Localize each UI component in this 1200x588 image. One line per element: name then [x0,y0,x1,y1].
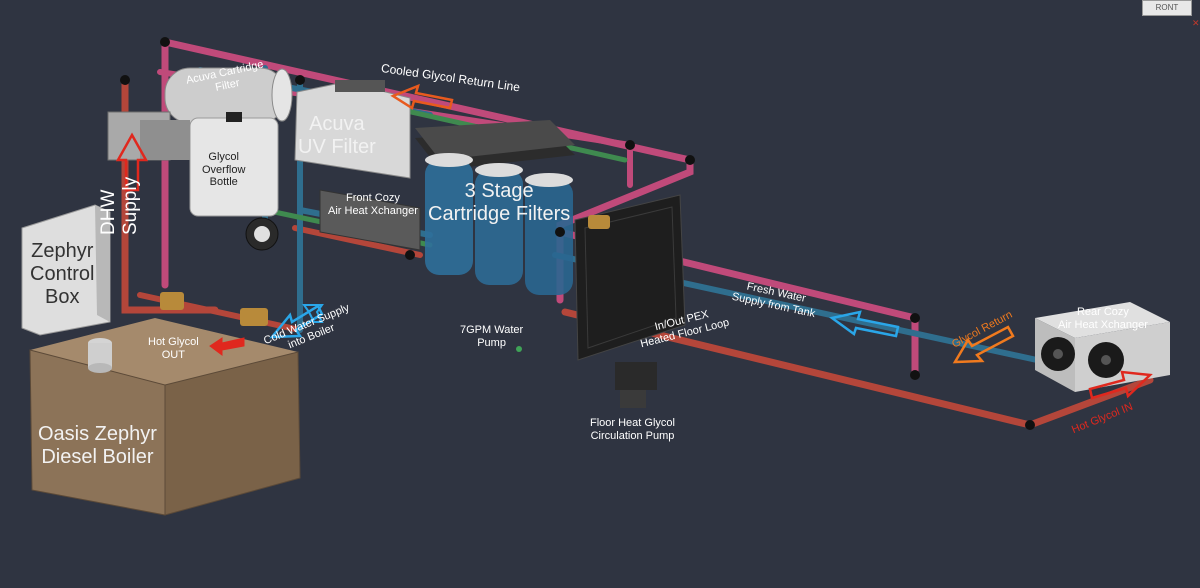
label-line: Glycol [208,151,239,163]
label-line: Control [30,263,95,285]
diesel-boiler-shape [29,318,301,516]
hot-pipe-front-xchanger [292,225,423,258]
label-seven-gpm-water-pump: 7GPM Water Pump [460,324,523,349]
label-acuva-uv-filter: Acuva UV Filter [298,113,376,159]
label-floor-heat-glycol-circulation-pump: Floor Heat Glycol Circulation Pump [590,417,675,442]
cooled-glycol-return-arrow [390,83,454,110]
label-line: Front Cozy [346,192,400,204]
label-line: Oasis Zephyr [38,423,157,445]
label-line: Bottle [209,176,238,189]
glycol-return-arrow [952,325,1015,364]
hot-glycol-out-arrow [209,337,245,356]
label-line: Rear Cozy [1076,306,1129,318]
close-icon[interactable]: ✕ [1192,18,1200,28]
floor-heat-pump-shape [615,362,657,408]
label-line: Supply [119,176,141,235]
zephyr-control-box-shape [21,204,111,336]
label-dhw-supply: DHW Supply [98,177,142,235]
label-line: Circulation Pump [590,429,675,442]
label-line: Acuva [309,113,365,135]
label-line: Air Heat Xchanger [1058,318,1148,331]
label-zephyr-control-box: Zephyr Control Box [30,240,94,309]
cartridge-filters-shape [415,120,575,295]
pipe-elbows [120,37,1035,430]
label-line: Diesel Boiler [41,446,154,468]
view-cube-face[interactable]: RONT [1142,0,1192,16]
glycol-overflow-bottle-shape [189,112,279,217]
label-line: Hot Glycol [148,336,199,348]
water-pump-dot [516,346,522,352]
floor-heat-panel-shape [574,194,686,361]
manifold-bracket-2 [140,120,190,160]
label-three-stage-cartridge-filters: 3 Stage Cartridge Filters [428,180,570,226]
dhw-supply-arrow [115,132,149,192]
label-rear-cozy-air-heat-xchanger: Rear Cozy Air Heat Xchanger [1058,306,1148,331]
cold-water-supply-arrow [269,304,324,339]
label-oasis-zephyr-diesel-boiler: Oasis Zephyr Diesel Boiler [38,423,157,469]
label-glycol-overflow-bottle: Glycol Overflow Bottle [202,151,245,189]
label-line: 7GPM Water [460,324,524,336]
label-line: Box [45,286,80,308]
brass-fittings [160,215,610,326]
label-line: Air Heat Xchanger [328,204,418,217]
acuva-uv-filter-shape [294,80,411,179]
label-line: 3 Stage [464,180,534,202]
label-line: OUT [161,348,185,361]
fresh-water-arrow [829,310,900,338]
label-line: Zephyr [31,240,94,262]
label-line: Floor Heat Glycol [590,417,675,429]
label-line: Pump [477,336,506,349]
front-cozy-xchanger-shape [319,189,421,251]
hot-glycol-in-arrow [1088,370,1153,400]
label-front-cozy-air-heat-xchanger: Front Cozy Air Heat Xchanger [328,192,418,217]
view-cube[interactable]: RONT ✕ [1140,0,1200,28]
label-hot-glycol-out: Hot Glycol OUT [148,336,199,361]
label-line: Cartridge Filters [428,203,571,225]
label-line: DHW [98,189,119,235]
label-line: UV Filter [298,136,376,158]
label-line: Overflow [202,163,246,176]
cold-water-supply-arrow-2 [302,304,324,323]
